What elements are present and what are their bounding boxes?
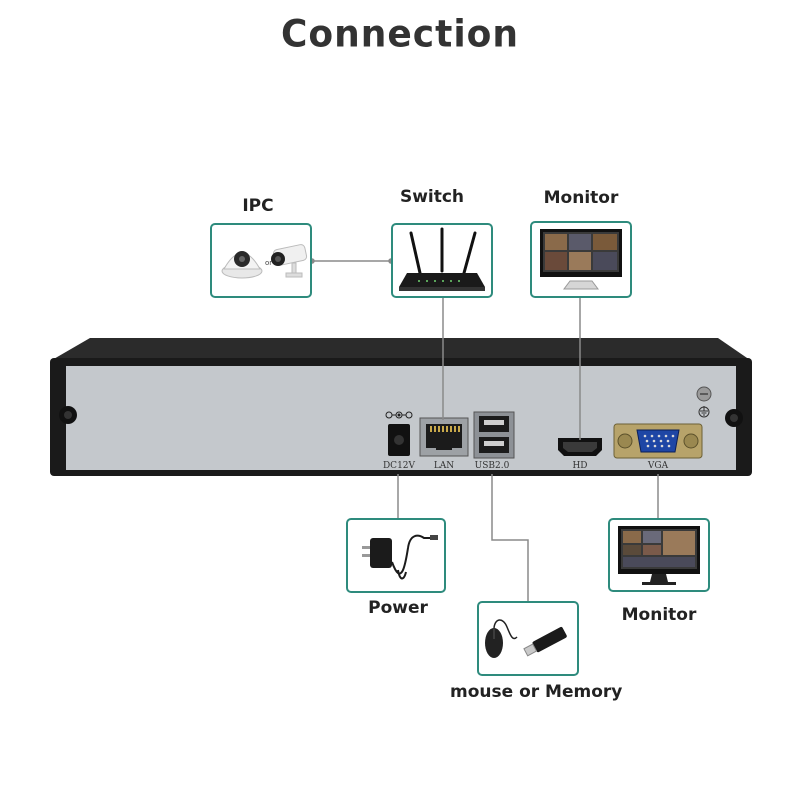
ipc-label: IPC	[242, 196, 274, 216]
ground-symbol-icon	[698, 406, 710, 418]
page-title: Connection	[280, 12, 520, 57]
switch-label: Switch	[399, 187, 465, 207]
usb-stick-icon	[523, 627, 567, 657]
monitor-bottom-image	[618, 526, 700, 585]
nvr-top-lid	[52, 338, 750, 360]
ipc-or-text: or	[265, 259, 272, 267]
power-adapter-image	[362, 534, 438, 580]
dc-polarity-icon	[385, 411, 413, 419]
monitor-bottom-box	[608, 518, 710, 592]
ipc-cameras-image: or	[221, 244, 308, 279]
switch-box	[391, 223, 493, 298]
mouse-memory-box	[477, 601, 579, 676]
monitor-bottom-label: Monitor	[621, 605, 697, 625]
dome-camera-icon	[221, 251, 263, 279]
router-image	[399, 227, 485, 291]
mouse-usb-image	[485, 619, 567, 658]
power-label: Power	[368, 598, 428, 618]
mouse-memory-label: mouse or Memory	[450, 682, 623, 702]
vga-port-label: VGA	[647, 461, 669, 471]
connector-lines	[309, 258, 659, 601]
monitor-top-box	[530, 221, 632, 298]
hdmi-port	[558, 438, 602, 456]
usb-port	[473, 411, 515, 459]
power-box	[346, 518, 446, 593]
bullet-camera-icon	[271, 244, 308, 278]
dc-port-label: DC12V	[383, 461, 416, 471]
ipc-box: or	[210, 223, 312, 298]
usb-port-label: USB2.0	[475, 461, 510, 471]
hd-port-label: HD	[572, 461, 587, 471]
lan-port-label: LAN	[434, 461, 454, 471]
vga-port	[613, 423, 703, 459]
mouse-icon	[485, 619, 518, 658]
monitor-top-label: Monitor	[543, 188, 619, 208]
usb-mouse-line	[491, 474, 529, 601]
monitor-top-image	[540, 229, 622, 290]
